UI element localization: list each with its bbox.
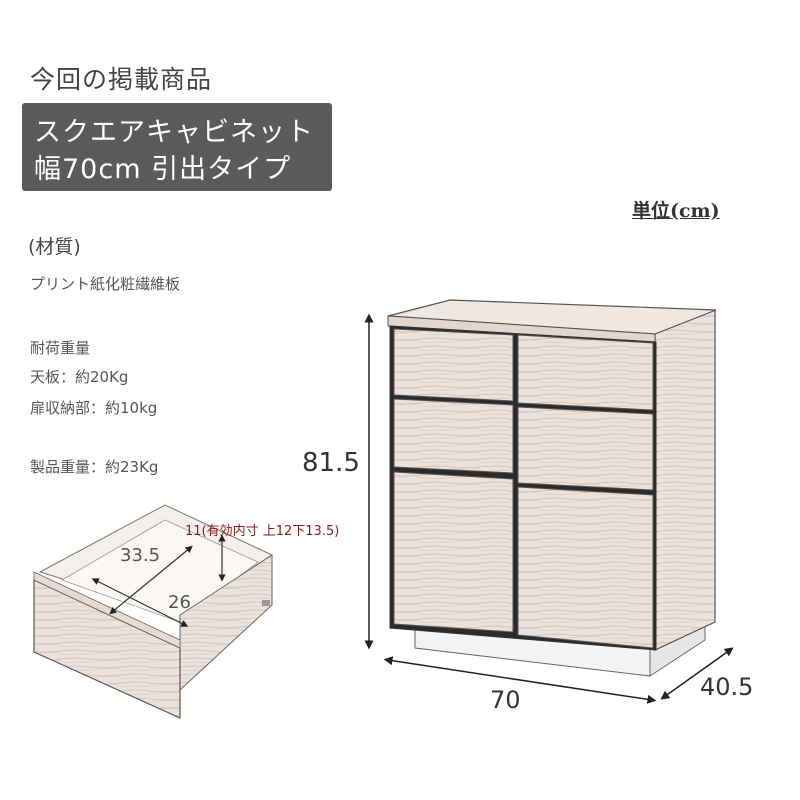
product-name-line1: スクエアキャビネット bbox=[34, 117, 314, 148]
dimension-height: 81.5 bbox=[302, 448, 360, 478]
material-value: プリント紙化粧繊維板 bbox=[30, 275, 181, 293]
product-name-line2: 幅70cm 引出タイプ bbox=[34, 154, 292, 185]
drawer-width-label: 26 bbox=[168, 592, 191, 613]
product-weight: 製品重量：約23Kg bbox=[30, 458, 159, 476]
depth-dimension-arrow bbox=[660, 647, 734, 700]
dimension-width: 70 bbox=[490, 686, 521, 714]
drawer-drawing bbox=[33, 504, 274, 719]
material-heading: (材質) bbox=[28, 236, 81, 258]
cabinet-drawing bbox=[387, 299, 717, 677]
load-capacity-top: 天板：約20Kg bbox=[30, 368, 129, 386]
dimension-depth: 40.5 bbox=[700, 673, 754, 701]
drawer-depth-label: 33.5 bbox=[120, 545, 161, 566]
product-name-box bbox=[22, 103, 332, 191]
load-capacity-door: 扉収納部：約10kg bbox=[30, 399, 158, 417]
width-dimension-arrow bbox=[383, 656, 657, 704]
unit-label: 単位(cm) bbox=[632, 200, 720, 222]
drawer-height-note: 11(有効内寸 上12下13.5) bbox=[185, 524, 340, 539]
load-capacity-heading: 耐荷重量 bbox=[30, 339, 91, 357]
section-heading: 今回の掲載商品 bbox=[30, 65, 213, 94]
